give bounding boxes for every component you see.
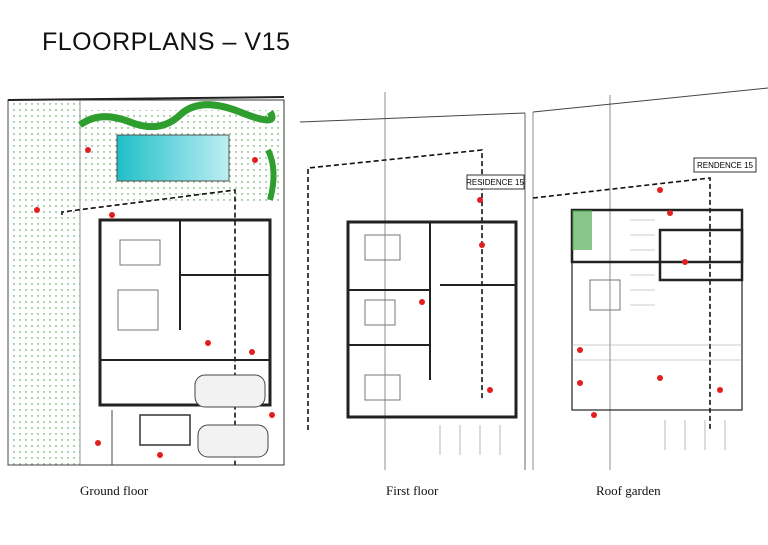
ground-floor-plan bbox=[7, 96, 285, 466]
level-markers bbox=[34, 147, 275, 458]
page-title: FLOORPLANS – V15 bbox=[42, 28, 291, 56]
caption-ground-floor: Ground floor bbox=[80, 483, 149, 498]
pool bbox=[116, 134, 230, 182]
first-floor-plan: RESIDENCE 15 bbox=[299, 92, 526, 470]
car bbox=[194, 374, 266, 408]
planter bbox=[572, 210, 592, 250]
hedge bbox=[77, 101, 276, 131]
residence-label: RENDENCE 15 bbox=[697, 161, 754, 170]
residence-label: RESIDENCE 15 bbox=[466, 178, 524, 187]
caption-first-floor: First floor bbox=[386, 483, 439, 498]
house-walls bbox=[346, 220, 518, 419]
roof-garden-plan: RENDENCE 15 bbox=[532, 87, 768, 470]
garden-area bbox=[7, 99, 81, 466]
caption-roof-garden: Roof garden bbox=[596, 483, 661, 498]
car bbox=[197, 424, 269, 458]
house-walls bbox=[98, 218, 272, 407]
